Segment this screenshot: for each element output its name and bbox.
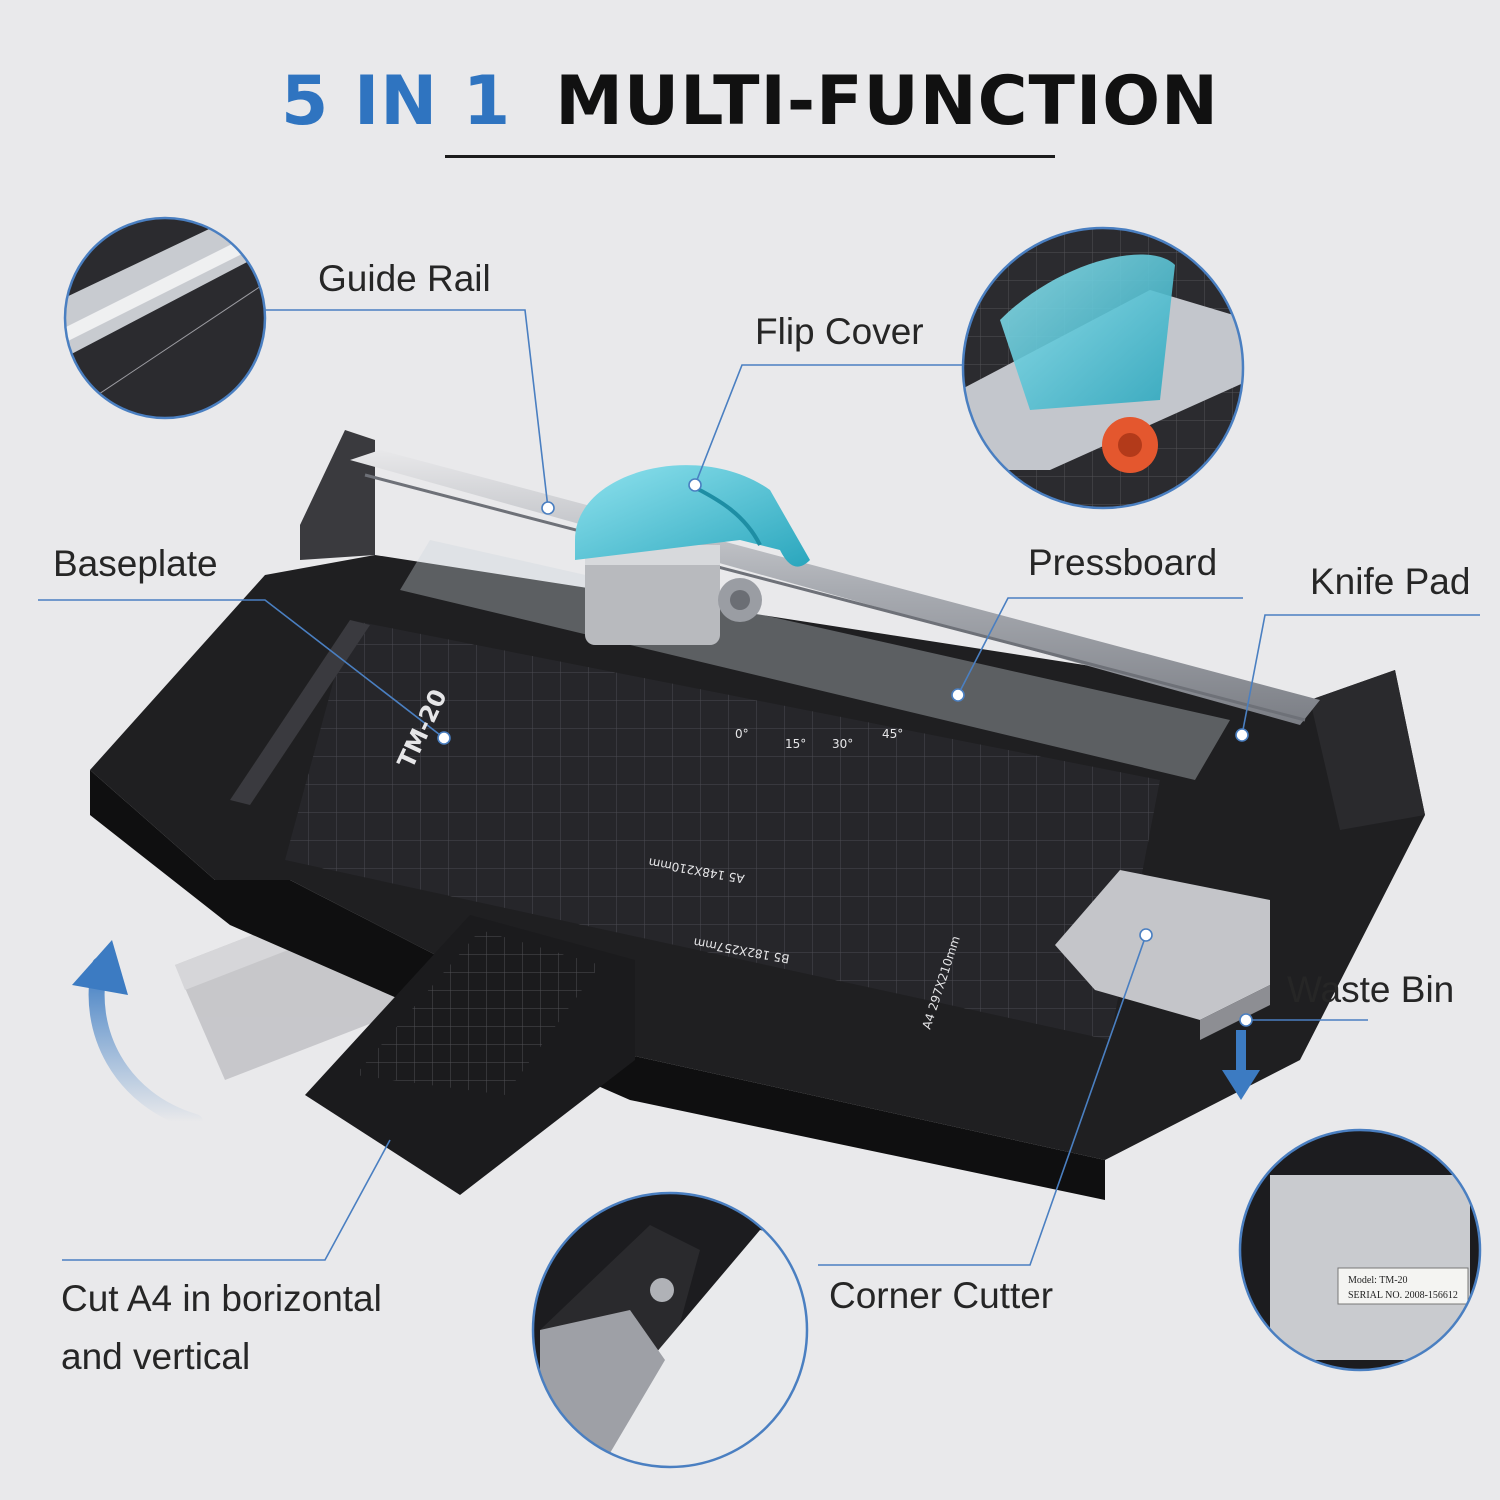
magnifier-circle [63,216,267,420]
rotate-arrow-icon [72,940,203,1130]
callout-knife-pad: Knife Pad [1310,561,1471,602]
callout-pressboard: Pressboard [1028,542,1218,583]
device-label-model: Model: TM-20 [1348,1275,1408,1286]
callout-corner-cutter: Corner Cutter [829,1275,1054,1316]
cutter-body [90,430,1425,1200]
device-label-serial: SERIAL NO. 2008-156612 [1348,1290,1458,1301]
angle-30: 30° [832,737,853,751]
magnifier-circle: Model: TM-20 SERIAL NO. 2008-156612 [1238,1128,1482,1372]
down-arrow-icon [1222,1030,1260,1100]
callout-baseplate: Baseplate [53,543,218,584]
corner-cutter-plate [1055,870,1270,1020]
magnifier-circle [531,1191,809,1469]
page-title: 5 IN 1 MULTI-FUNCTION [0,62,1500,141]
title-main: MULTI-FUNCTION [555,62,1219,141]
callout-flip-cover: Flip Cover [755,311,924,352]
callout-cut-a4: Cut A4 in borizontal and vertical [61,1278,382,1377]
callout-guide-rail: Guide Rail [318,258,491,299]
leader-lines [38,309,1480,1266]
title-underline [445,155,1055,158]
cutter-head [575,465,810,645]
angle-45: 45° [882,727,903,741]
angle-0: 0° [735,727,749,741]
title-accent: 5 IN 1 [281,62,512,141]
callout-waste-bin: Waste Bin [1287,969,1455,1010]
magnifier-circle [961,226,1245,510]
angle-15: 15° [785,737,806,751]
